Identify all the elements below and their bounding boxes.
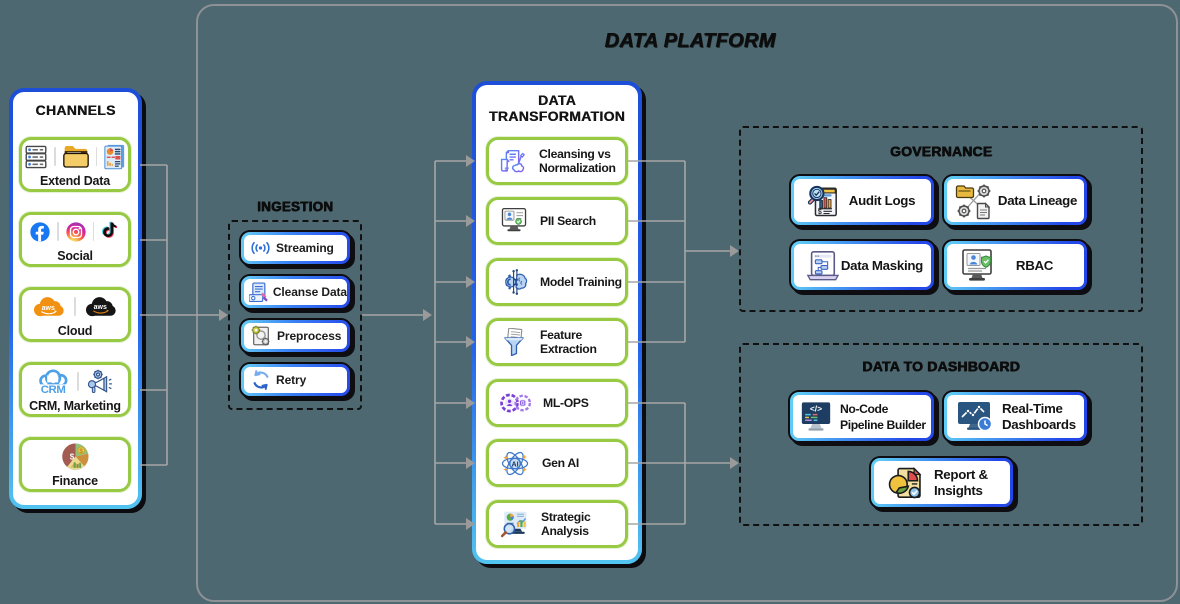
svg-text:$: $	[79, 448, 83, 455]
svg-text:aws: aws	[42, 304, 55, 311]
svg-text:$: $	[818, 209, 822, 216]
svg-text:</>: </>	[810, 403, 822, 413]
svg-text:CRM: CRM	[41, 384, 66, 395]
svg-text:aws: aws	[93, 304, 106, 311]
svg-text:$: $	[69, 453, 74, 462]
svg-text:AI: AI	[511, 460, 518, 468]
